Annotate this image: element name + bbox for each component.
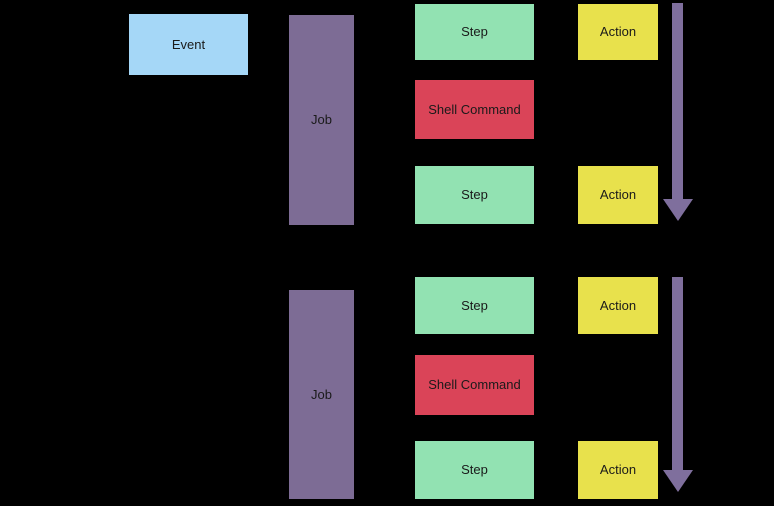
arrow-down-icon [663, 199, 693, 221]
arrow-down-icon [663, 470, 693, 492]
action-node-4: Action [578, 441, 658, 499]
job-node-1: Job [289, 15, 354, 225]
shell-command-node-2: Shell Command [415, 355, 534, 415]
flow-direction-arrow-2 [663, 277, 693, 492]
step-node-3: Step [415, 277, 534, 334]
flow-direction-arrow-1 [663, 3, 693, 221]
action-node-3: Action [578, 277, 658, 334]
step-node-4: Step [415, 441, 534, 499]
action-node-2: Action [578, 166, 658, 224]
shell-command-node-1: Shell Command [415, 80, 534, 139]
arrow-shaft [672, 277, 683, 471]
step-node-1: Step [415, 4, 534, 60]
event-node: Event [129, 14, 248, 75]
action-node-1: Action [578, 4, 658, 60]
job-node-2: Job [289, 290, 354, 499]
step-node-2: Step [415, 166, 534, 224]
arrow-shaft [672, 3, 683, 200]
